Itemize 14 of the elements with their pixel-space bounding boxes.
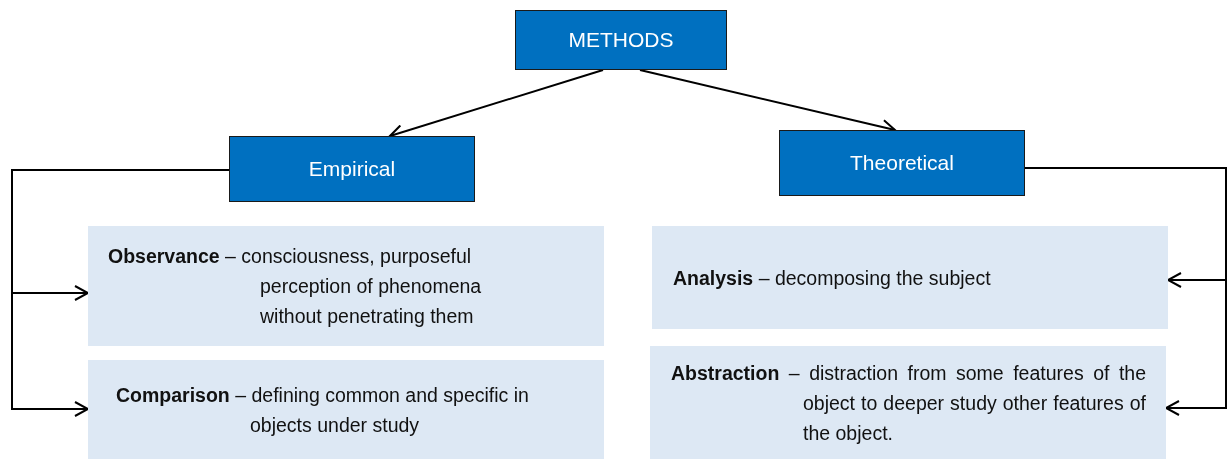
category-box [515,10,727,70]
definition-text: Analysis – decomposing the subject [672,265,992,291]
definition-text: Abstraction – distraction from some features of the object to deeper study other features of the object. [670,360,1147,446]
description-box [652,226,1168,329]
category-label: METHODS [568,28,674,52]
definition-text: Observance – consciousness, purposeful perception of phenomena without penetrating them [107,244,483,329]
category-label: Empirical [308,157,396,181]
description-box [650,346,1166,459]
category-label: Theoretical [850,151,954,175]
description-box [88,226,604,346]
category-box [779,130,1025,196]
definition-text: Comparison – defining common and specific in objects under study [115,382,530,438]
category-box [229,136,475,202]
description-box [88,360,604,459]
